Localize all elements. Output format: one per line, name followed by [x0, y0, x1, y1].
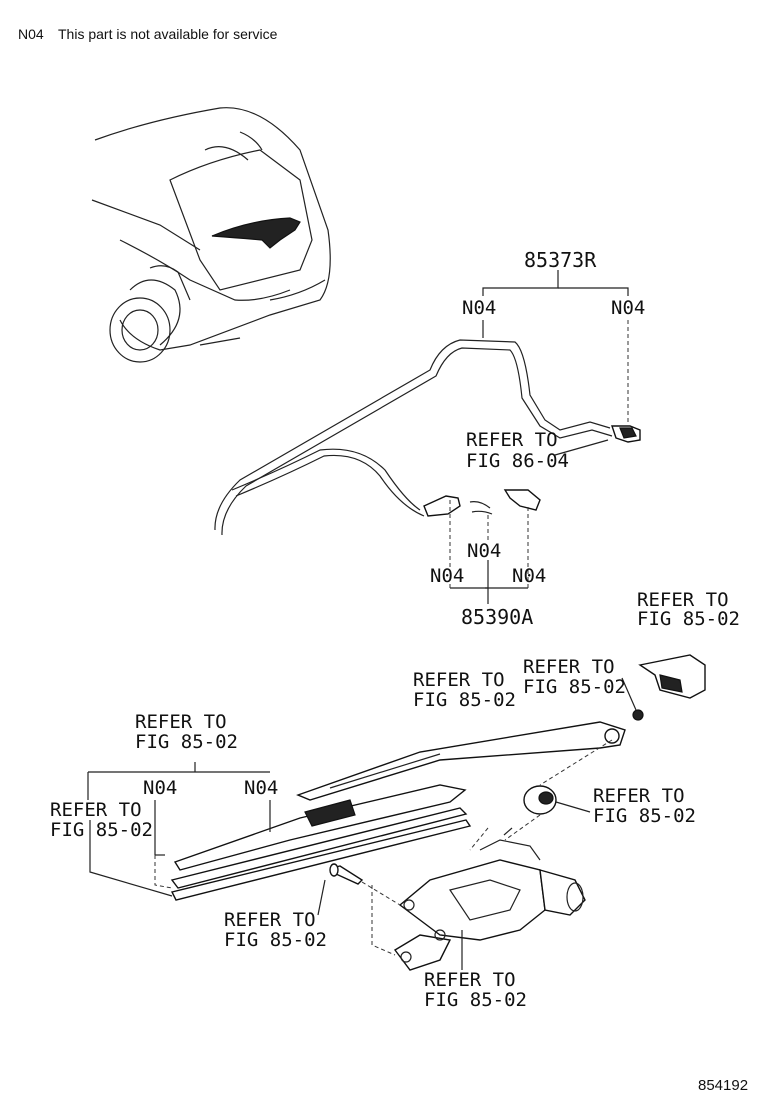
- n04-label-5: N04: [512, 565, 546, 587]
- part-number-85373r: 85373R: [524, 248, 597, 272]
- svg-text:FIG 85-02: FIG 85-02: [424, 989, 527, 1011]
- n04-label-7: N04: [244, 777, 278, 799]
- svg-text:REFER TO: REFER TO: [466, 429, 558, 451]
- refer-fig-85-02-rubber: REFER TO FIG 85-02: [50, 799, 153, 841]
- svg-text:REFER TO: REFER TO: [135, 711, 227, 733]
- svg-text:REFER TO: REFER TO: [523, 656, 615, 678]
- figure-id: 854192: [698, 1077, 748, 1094]
- n04-label-4: N04: [430, 565, 464, 587]
- part-number-85390a: 85390A: [461, 605, 533, 629]
- n04-label-3: N04: [467, 540, 501, 562]
- pivot-cap: [523, 785, 557, 815]
- svg-text:REFER TO: REFER TO: [424, 969, 516, 991]
- svg-text:REFER TO: REFER TO: [224, 909, 316, 931]
- arm-head-cover: [638, 654, 706, 699]
- svg-text:FIG 85-02: FIG 85-02: [413, 689, 516, 711]
- n04-label-2: N04: [611, 297, 645, 319]
- refer-fig-85-02-bolt: REFER TO FIG 85-02: [224, 909, 327, 951]
- refer-fig-85-02-cover: REFER TO FIG 85-02: [637, 589, 740, 630]
- wiper-arm: [296, 721, 626, 801]
- n04-label-6: N04: [143, 777, 177, 799]
- svg-text:REFER TO: REFER TO: [593, 785, 685, 807]
- arm-nut: [632, 709, 644, 721]
- wiper-blade: [170, 784, 472, 901]
- refer-fig-85-02-cap: REFER TO FIG 85-02: [593, 785, 696, 827]
- refer-fig-85-02-nut: REFER TO FIG 85-02: [523, 656, 626, 698]
- note-text: This part is not available for service: [58, 26, 278, 42]
- svg-text:FIG 85-02: FIG 85-02: [135, 731, 238, 753]
- n04-label-1: N04: [462, 297, 496, 319]
- car-rear-illustration: [91, 107, 331, 363]
- svg-text:FIG 85-02: FIG 85-02: [637, 608, 740, 630]
- svg-text:FIG 85-02: FIG 85-02: [224, 929, 327, 951]
- svg-text:FIG 86-04: FIG 86-04: [466, 450, 569, 472]
- refer-fig-85-02-arm: REFER TO FIG 85-02: [413, 669, 516, 711]
- refer-fig-85-02-motor: REFER TO FIG 85-02: [424, 969, 527, 1011]
- svg-text:REFER TO: REFER TO: [413, 669, 505, 691]
- hose-85373r: [214, 339, 641, 536]
- svg-text:FIG 85-02: FIG 85-02: [50, 819, 153, 841]
- svg-text:FIG 85-02: FIG 85-02: [523, 676, 626, 698]
- refer-fig-86-04: REFER TO FIG 86-04: [466, 429, 569, 472]
- svg-text:FIG 85-02: FIG 85-02: [593, 805, 696, 827]
- nozzle-hoses-85390a: [423, 489, 541, 517]
- refer-fig-85-02-blade: REFER TO FIG 85-02: [135, 711, 238, 753]
- wiper-motor-assembly: [393, 827, 586, 971]
- svg-text:REFER TO: REFER TO: [637, 589, 729, 611]
- note-code: N04: [18, 26, 44, 42]
- svg-text:REFER TO: REFER TO: [50, 799, 142, 821]
- leader-lines: [87, 270, 637, 970]
- bolt: [329, 863, 364, 885]
